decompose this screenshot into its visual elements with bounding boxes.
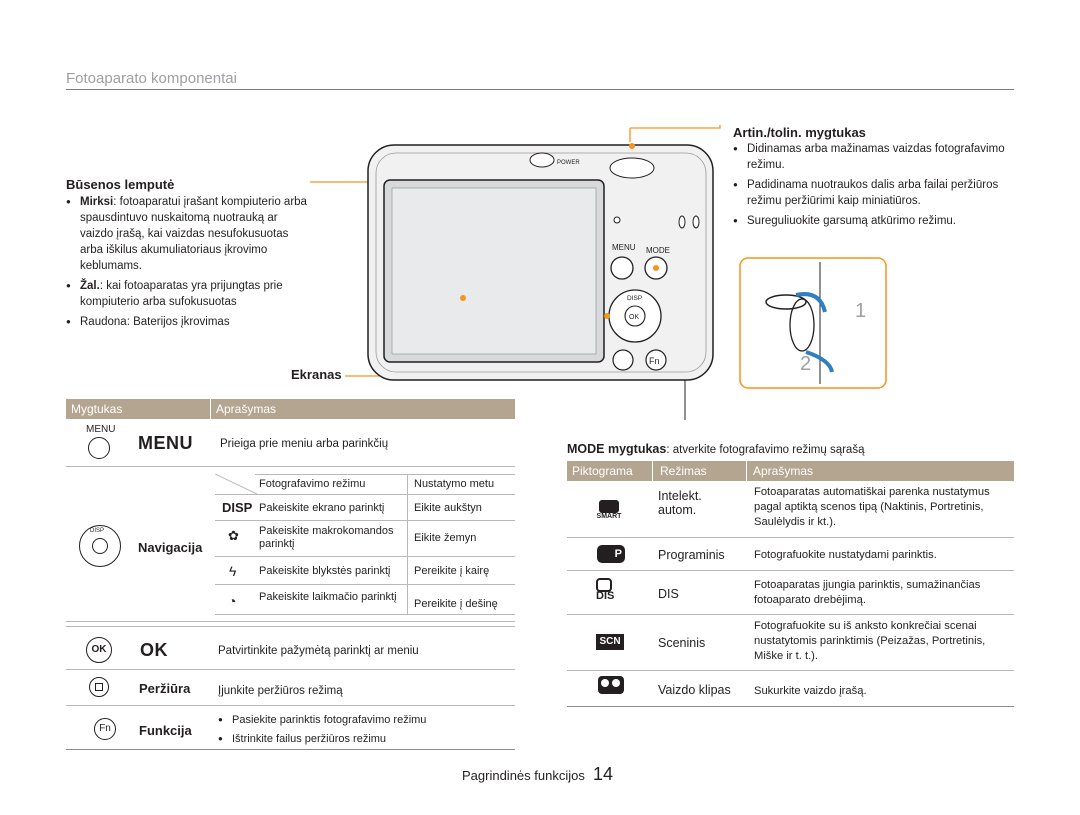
section-title: Fotoaparato komponentai <box>66 70 237 87</box>
zoom-callout <box>630 125 721 129</box>
power-button <box>529 152 555 168</box>
camera-disp-label: DISP <box>627 295 642 302</box>
menu-button-icon <box>88 437 110 459</box>
movie-icon <box>598 676 624 694</box>
col-header-desc: Aprašymas <box>753 464 814 478</box>
mode-name: Sceninis <box>658 636 706 650</box>
col-header-description: Aprašymas <box>216 402 277 416</box>
func-list: Pasiekite parinktis fotografavimo režimu… <box>218 712 426 747</box>
mode-desc: Fotoaparatas automatiškai parenka nustat… <box>754 486 990 528</box>
camera-menu-label: MENU <box>612 243 636 252</box>
menu-icon-label: MENU <box>86 424 116 435</box>
camera-menu-button <box>610 256 634 280</box>
fn-button-icon: Fn <box>94 718 116 740</box>
mode-table-header: Piktograma Režimas Aprašymas <box>567 461 1014 481</box>
review-name: Peržiūra <box>139 681 191 696</box>
ok-button-icon: OK <box>86 637 112 663</box>
status-lamp-heading: Būsenos lemputė <box>66 177 175 192</box>
review-button-icon <box>89 677 109 697</box>
buttons-table-header: Mygtukas Aprašymas <box>66 399 515 419</box>
screen-marker <box>460 295 466 301</box>
disp-icon: DISP <box>222 500 253 515</box>
program-icon: P <box>597 545 625 563</box>
mode-desc: Fotografuokite nustatydami parinktis. <box>754 549 937 561</box>
ok-button-name: OK <box>140 640 168 660</box>
status-lamp <box>613 216 621 224</box>
menu-description: Prieiga prie meniu arba parinkčių <box>220 438 389 450</box>
footer-text: Pagrindinės funkcijos <box>462 768 585 783</box>
macro-icon: ✿ <box>228 528 239 543</box>
zoom-dial <box>609 157 655 179</box>
mode-caption: MODE mygtukas: atverkite fotografavimo r… <box>567 442 865 456</box>
nav-row-set: Eikite aukštyn <box>414 502 482 514</box>
mode-name: Programinis <box>658 548 725 562</box>
nav-row-set: Eikite žemyn <box>414 532 477 544</box>
zoom-item: Padidinama nuotraukos dalis arba failai … <box>733 177 1023 209</box>
scene-icon: SCN <box>596 634 624 650</box>
strap-step-1: 1 <box>855 300 866 322</box>
strap-step-2: 2 <box>800 353 811 375</box>
nav-row-set: Pereikite į kairę <box>414 565 490 577</box>
page-number: 14 <box>593 764 614 784</box>
mode-name: Vaizdo klipas <box>658 683 731 697</box>
nav-row-shoot: Pakeiskite laikmačio parinktį <box>259 591 397 603</box>
camera-mode-label: MODE <box>646 246 670 255</box>
col-header-mode: Režimas <box>660 464 707 478</box>
mode-desc: Fotoaparatas įjungia parinktis, sumažina… <box>754 579 981 606</box>
camera-review-button <box>612 349 634 371</box>
mode-name: DIS <box>658 587 679 601</box>
timer-icon: ◔ <box>228 593 237 609</box>
nav-diagonal <box>215 474 257 494</box>
smart-auto-icon: SMART <box>594 500 624 520</box>
screen-label: Ekranas <box>291 367 342 382</box>
status-lamp-item: Raudona: Baterijos įkrovimas <box>66 314 310 330</box>
mode-desc: Fotografuokite su iš anksto konkrečiai s… <box>754 620 986 662</box>
func-item: Ištrinkite failus peržiūros režimu <box>218 731 426 747</box>
zoom-list: Didinamas arba mažinamas vaizdas fotogra… <box>733 141 1023 229</box>
nav-colhead-set: Nustatymo metu <box>414 478 495 490</box>
camera-fn-button <box>645 349 667 371</box>
col-header-icon: Piktograma <box>572 464 633 478</box>
ok-description: Patvirtinkite pažymėtą parinktį ar meniu <box>218 645 419 657</box>
nav-name: Navigacija <box>138 540 203 555</box>
func-item: Pasiekite parinktis fotografavimo režimu <box>218 712 426 728</box>
nav-colhead-shoot: Fotografavimo režimu <box>259 478 366 490</box>
nav-row-shoot: Pakeiskite makrokomandos parinktį <box>259 525 394 550</box>
zoom-item: Didinamas arba mažinamas vaizdas fotogra… <box>733 141 1023 173</box>
strap-inset <box>739 257 887 389</box>
col-header-button: Mygtukas <box>71 402 123 416</box>
camera-illustration: POWER MENU MODE DISP OK Fn 1 2 <box>310 125 887 420</box>
zoom-item: Sureguliuokite garsumą atkūrimo režimu. <box>733 213 1023 229</box>
power-label: POWER <box>557 160 580 166</box>
func-name: Funkcija <box>139 723 192 738</box>
nav-row-shoot: Pakeiskite blykstės parinktį <box>259 565 391 577</box>
section-rule <box>66 89 1014 90</box>
flash-icon: ϟ <box>229 563 237 579</box>
dis-icon: DIS <box>596 578 614 602</box>
mode-name: Intelekt. autom. <box>658 489 702 517</box>
review-description: Įjunkite peržiūros režimą <box>218 685 343 697</box>
menu-button-name: MENU <box>138 433 193 453</box>
camera-ok-label: OK <box>629 314 639 321</box>
camera-fn-label: Fn <box>649 356 660 366</box>
nav-row-set: Pereikite į dešinę <box>414 598 498 610</box>
status-lamp-item: Mirksi: fotoaparatui įrašant kompiuterio… <box>66 194 310 274</box>
zoom-heading: Artin./tolin. mygtukas <box>733 125 866 140</box>
nav-row-shoot: Pakeiskite ekrano parinktį <box>259 502 385 514</box>
status-lamp-item: Žal.: kai fotoaparatas yra prijungtas pr… <box>66 278 310 310</box>
mode-desc: Sukurkite vaizdo įrašą. <box>754 685 867 697</box>
status-lamp-list: Mirksi: fotoaparatui įrašant kompiuterio… <box>66 194 310 330</box>
nav-pad-icon: DISP <box>79 525 121 567</box>
